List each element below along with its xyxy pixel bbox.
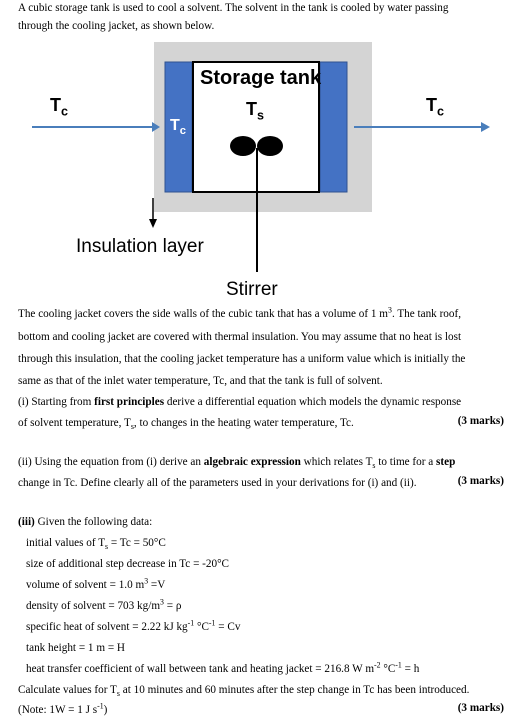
data-tank-height: tank height = 1 m = H [26, 642, 125, 654]
storage-tank-label: Storage tank [200, 67, 322, 89]
question-3-title: (iii) Given the following data: [18, 516, 153, 528]
question-1-marks: (3 marks) [457, 415, 504, 427]
outlet-arrow-head [481, 122, 490, 132]
calculate-instruction: Calculate values for Ts at 10 minutes an… [18, 684, 470, 699]
data-volume: volume of solvent = 1.0 m3 =V [26, 576, 166, 591]
inlet-temperature-label: Tc [50, 95, 69, 119]
stirrer-label: Stirrer [226, 279, 278, 300]
question-2-line-2: change in Tc. Define clearly all of the … [18, 477, 417, 489]
unit-note: (Note: 1W = 1 J s-1) [18, 701, 108, 716]
question-1-line-1: (i) Starting from first principles deriv… [18, 396, 462, 408]
cooling-jacket-left [164, 61, 193, 193]
body-line-4: same as that of the inlet water temperat… [18, 375, 383, 387]
body-line-2: bottom and cooling jacket are covered wi… [18, 331, 462, 343]
data-heat-transfer: heat transfer coefficient of wall betwee… [26, 660, 420, 675]
data-specific-heat: specific heat of solvent = 2.22 kJ kg-1 … [26, 618, 241, 633]
intro-line-2: through the cooling jacket, as shown bel… [18, 20, 215, 32]
insulation-layer-label: Insulation layer [76, 236, 204, 257]
question-3-marks: (3 marks) [457, 702, 504, 714]
jacket-temperature-label: Tc [170, 117, 187, 138]
body-line-3: through this insulation, that the coolin… [18, 353, 466, 365]
stirrer-blade-left [230, 136, 256, 156]
intro-line-1: A cubic storage tank is used to cool a s… [18, 2, 449, 14]
question-2-marks: (3 marks) [457, 475, 504, 487]
data-initial-values: initial values of Ts = Tc = 50°C [26, 537, 166, 552]
insulation-pointer-arrow [149, 219, 157, 228]
cooling-jacket-right [319, 61, 348, 193]
data-density: density of solvent = 703 kg/m3 = ρ [26, 597, 182, 612]
inlet-arrow-head [152, 122, 160, 132]
question-2-line-1: (ii) Using the equation from (i) derive … [18, 456, 456, 471]
question-1-line-2: of solvent temperature, Ts, to changes i… [18, 417, 354, 432]
body-line-1: The cooling jacket covers the side walls… [18, 305, 462, 320]
stirrer-blade-right [257, 136, 283, 156]
tank-temperature-label: Ts [246, 99, 265, 123]
data-step-decrease: size of additional step decrease in Tc =… [26, 558, 230, 570]
outlet-temperature-label: Tc [426, 95, 445, 119]
cooling-tank-diagram [32, 42, 490, 272]
